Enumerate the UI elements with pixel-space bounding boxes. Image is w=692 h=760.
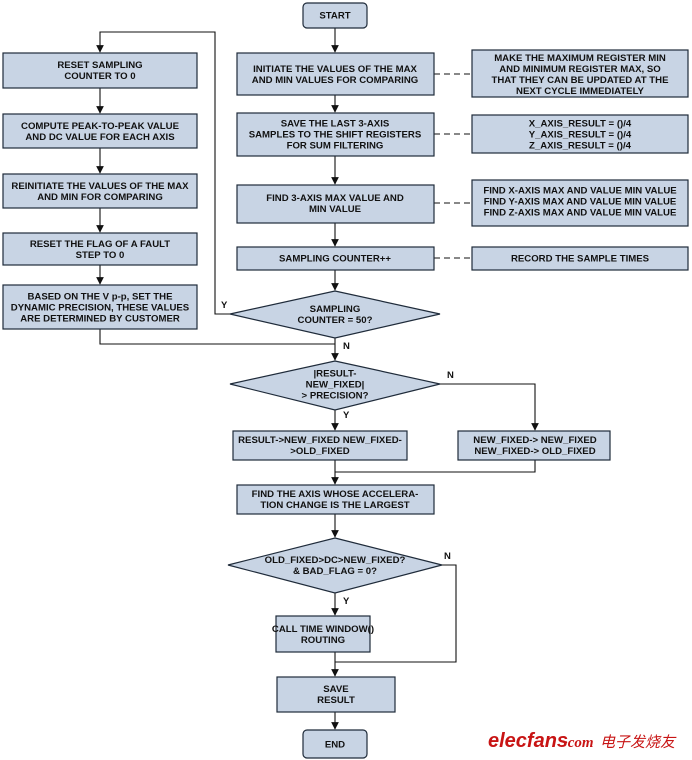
- init-max-min-text-line: INITIATE THE VALUES OF THE MAX: [253, 64, 417, 75]
- counter-check-text-line: SAMPLING: [310, 304, 361, 315]
- axis-result-text-line: X_AXIS_RESULT = ()/4: [529, 118, 632, 129]
- record-times-box: RECORD THE SAMPLE TIMES: [471, 246, 689, 271]
- set-precision-text-line: DYNAMIC PRECISION, THESE VALUES: [11, 302, 190, 313]
- call-time-window-box: CALL TIME WINDOW()ROUTING: [272, 615, 374, 653]
- find-max-text-line: MIN VALUE: [309, 204, 362, 215]
- find-max-text-line: FIND 3-AXIS MAX VALUE AND: [266, 193, 404, 204]
- result-check-text-line: |RESULT-: [313, 368, 356, 379]
- result-check-text-line: NEW_FIXED|: [306, 379, 365, 390]
- sampling-counter-inc-box: SAMPLING COUNTER++: [236, 246, 435, 271]
- make-max-min-text-line: MAKE THE MAXIMUM REGISTER MIN: [494, 53, 666, 64]
- fixed-dc-check-text-line: OLD_FIXED>DC>NEW_FIXED?: [265, 555, 406, 566]
- save-result-text-line: RESULT: [317, 695, 355, 706]
- reset-flag-text-line: RESET THE FLAG OF A FAULT: [30, 239, 170, 250]
- axis-result-box: X_AXIS_RESULT = ()/4Y_AXIS_RESULT = ()/4…: [471, 114, 689, 154]
- start-terminator: START: [302, 2, 368, 29]
- save-result-text-line: SAVE: [323, 684, 349, 695]
- label-n-result: N: [447, 370, 454, 381]
- compute-ptp-text-line: COMPUTE PEAK-TO-PEAK VALUE: [21, 121, 180, 132]
- axis-result-text-line: Z_AXIS_RESULT = ()/4: [529, 140, 632, 151]
- reinit-max-min-text-line: REINITIATE THE VALUES OF THE MAX: [11, 181, 189, 192]
- find-axes-max-box: FIND X-AXIS MAX AND VALUE MIN VALUEFIND …: [471, 179, 689, 227]
- label-y-result: Y: [343, 410, 350, 421]
- set-precision-text-line: BASED ON THE V p-p, SET THE: [28, 291, 174, 302]
- init-max-min-text-line: AND MIN VALUES FOR COMPARING: [252, 75, 418, 86]
- find-axis-box: FIND THE AXIS WHOSE ACCELERA-TION CHANGE…: [236, 484, 435, 515]
- fixed-dc-check-diamond: OLD_FIXED>DC>NEW_FIXED?& BAD_FLAG = 0?: [227, 537, 443, 594]
- reset-flag-text-line: STEP TO 0: [76, 250, 125, 261]
- result-precision-check-diamond: |RESULT-NEW_FIXED|> PRECISION?: [229, 360, 441, 411]
- fixed-to-fixed-text-line: NEW_FIXED-> NEW_FIXED: [473, 435, 596, 446]
- result-to-fixed-text-line: RESULT->NEW_FIXED NEW_FIXED-: [238, 435, 402, 446]
- find-axis-text-line: TION CHANGE IS THE LARGEST: [260, 500, 409, 511]
- edge-check-yes-loop: [96, 31, 230, 315]
- find-axis-text-line: FIND THE AXIS WHOSE ACCELERA-: [252, 489, 419, 500]
- make-max-min-text-line: THAT THEY CAN BE UPDATED AT THE: [492, 75, 670, 86]
- compute-ptp-text-line: AND DC VALUE FOR EACH AXIS: [25, 132, 175, 143]
- reset-counter-text-line: RESET SAMPLING: [57, 60, 142, 71]
- make-max-min-text-line: NEXT CYCLE IMMEDIATELY: [516, 86, 645, 97]
- find-axes-max-text-line: FIND Y-AXIS MAX AND VALUE MIN VALUE: [484, 196, 677, 207]
- watermark: elecfans ·com 电子发烧友: [488, 730, 677, 752]
- label-y-counter: Y: [221, 300, 228, 311]
- end-terminator: END: [302, 729, 368, 759]
- make-max-min-text-line: AND MINIMUM REGISTER MAX, SO: [499, 64, 661, 75]
- start-text-line: START: [319, 10, 350, 21]
- result-to-fixed-box: RESULT->NEW_FIXED NEW_FIXED->OLD_FIXED: [232, 430, 408, 461]
- watermark-brand: elecfans: [488, 730, 568, 752]
- call-time-window-text-line: ROUTING: [301, 635, 345, 646]
- label-n-counter: N: [343, 341, 350, 352]
- watermark-cn: 电子发烧友: [600, 733, 677, 751]
- counter-check-text-line: COUNTER = 50?: [298, 315, 373, 326]
- result-to-fixed-text-line: >OLD_FIXED: [290, 446, 350, 457]
- save-samples-text-line: SAVE THE LAST 3-AXIS: [281, 118, 390, 129]
- axis-result-text-line: Y_AXIS_RESULT = ()/4: [529, 129, 632, 140]
- edge-alt-join: [335, 460, 536, 473]
- edge-precision-join: [99, 329, 335, 345]
- edge-labels: Y N Y N Y N: [221, 300, 454, 607]
- label-y-dc: Y: [343, 596, 350, 607]
- save-samples-text-line: SAMPLES TO THE SHIFT REGISTERS: [249, 129, 422, 140]
- record-times-text-line: RECORD THE SAMPLE TIMES: [511, 253, 650, 264]
- watermark-dotcom: ·com: [564, 735, 594, 751]
- call-time-window-text-line: CALL TIME WINDOW(): [272, 624, 374, 635]
- fixed-dc-check-text-line: & BAD_FLAG = 0?: [293, 566, 377, 577]
- label-n-dc: N: [444, 551, 451, 562]
- save-samples-text-line: FOR SUM FILTERING: [287, 140, 384, 151]
- fixed-to-fixed-text-line: NEW_FIXED-> OLD_FIXED: [474, 446, 595, 457]
- result-check-text-line: > PRECISION?: [302, 390, 369, 401]
- find-axes-max-text-line: FIND X-AXIS MAX AND VALUE MIN VALUE: [483, 185, 677, 196]
- end-text-line: END: [325, 739, 345, 750]
- edge-result-no: [440, 383, 539, 431]
- edge-dc-no: [335, 564, 457, 663]
- set-precision-text-line: ARE DETERMINED BY CUSTOMER: [20, 313, 180, 324]
- find-axes-max-text-line: FIND Z-AXIS MAX AND VALUE MIN VALUE: [484, 207, 677, 218]
- edges: [96, 28, 539, 730]
- reset-counter-text-line: COUNTER TO 0: [64, 71, 135, 82]
- reinit-max-min-text-line: AND MIN FOR COMPARING: [37, 192, 163, 203]
- counter-inc-text-line: SAMPLING COUNTER++: [279, 253, 391, 264]
